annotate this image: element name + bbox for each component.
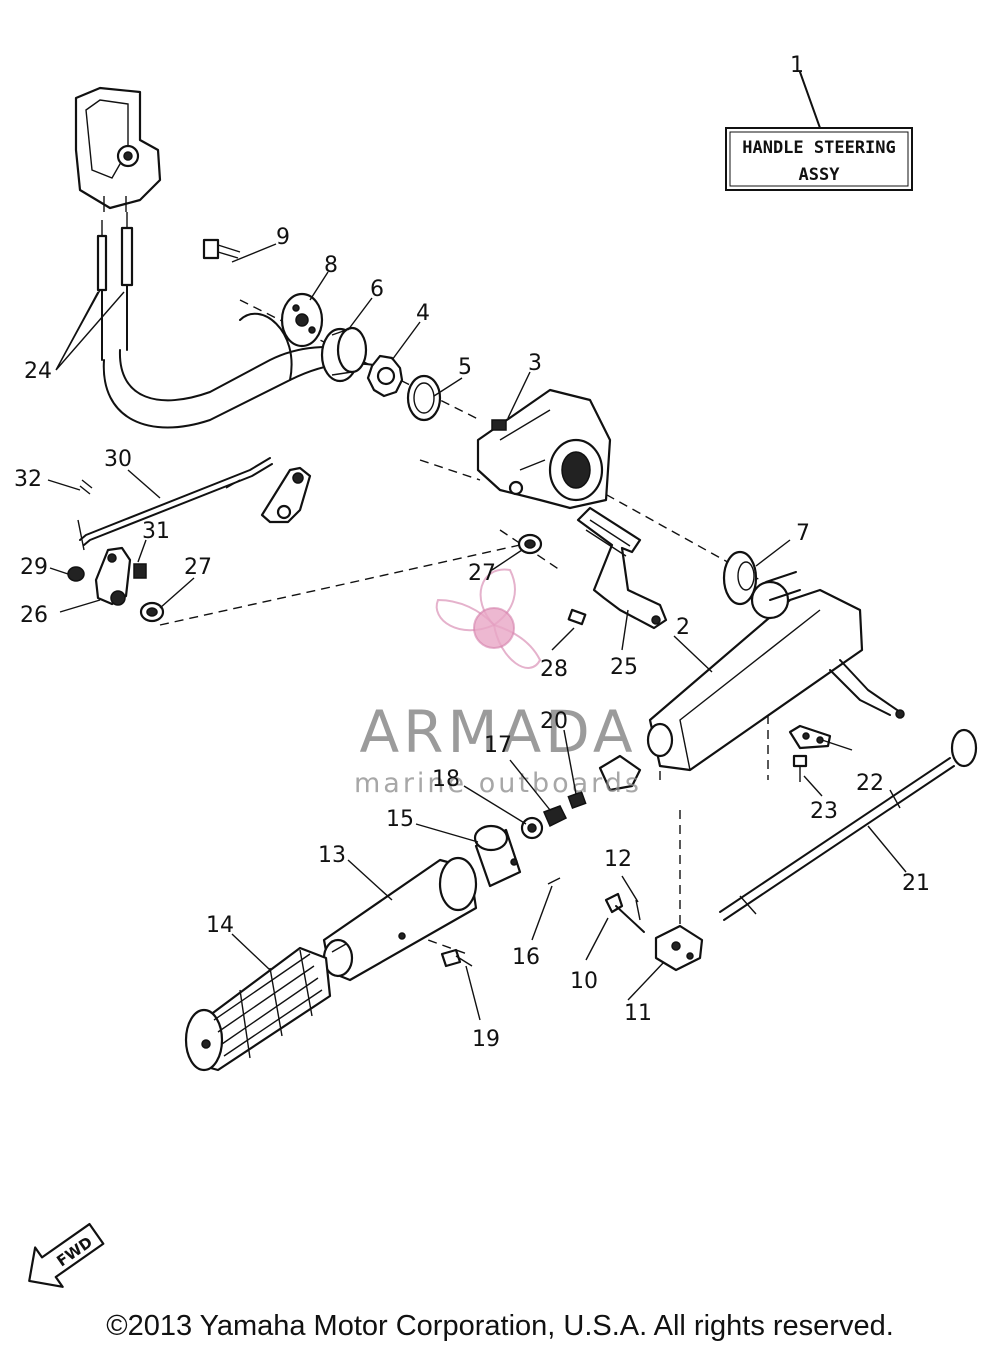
callout-19: 19 <box>472 1027 500 1052</box>
friction-knob-4 <box>366 354 404 398</box>
wing-bolt-10 <box>604 892 645 933</box>
callout-2: 2 <box>676 615 690 640</box>
throttle-arm <box>260 466 312 524</box>
pin-28 <box>567 608 587 626</box>
spring-31 <box>133 563 147 579</box>
callout-13: 13 <box>318 843 346 868</box>
callout-23: 23 <box>810 799 838 824</box>
screw-19 <box>440 948 473 968</box>
title-box: HANDLE STEERING ASSY <box>725 71 913 191</box>
collar-27-left <box>139 601 165 623</box>
callout-30: 30 <box>104 447 132 472</box>
leader-lines <box>47 243 907 1021</box>
callout-6: 6 <box>370 277 384 302</box>
steering-handle-2 <box>598 571 905 792</box>
lever-26 <box>94 546 132 606</box>
callout-16: 16 <box>512 945 540 970</box>
link-rod-30 <box>77 457 273 551</box>
steering-bracket-3 <box>476 388 612 510</box>
spring-17 <box>543 805 568 828</box>
callout-21: 21 <box>902 871 930 896</box>
callout-27-left: 27 <box>184 555 212 580</box>
sleeve-15 <box>473 824 522 888</box>
callout-17: 17 <box>484 733 512 758</box>
title-line-1: HANDLE STEERING <box>742 138 896 158</box>
copyright-footer: ©2013 Yamaha Motor Corporation, U.S.A. A… <box>106 1310 894 1342</box>
bolt-part-9 <box>202 238 241 260</box>
callout-31: 31 <box>142 519 170 544</box>
callout-22: 22 <box>856 771 884 796</box>
callout-32: 32 <box>14 467 42 492</box>
watermark-brand: ARMADA <box>359 698 636 766</box>
thrust-washer-7 <box>722 550 758 606</box>
title-line-2: ASSY <box>799 165 841 185</box>
callout-4: 4 <box>416 301 430 326</box>
watermark-tagline: marine outboards <box>354 768 642 799</box>
shift-lever-25 <box>576 506 668 630</box>
nut-29 <box>67 566 85 582</box>
callout-20: 20 <box>540 709 568 734</box>
throttle-shaft-13 <box>322 856 478 982</box>
washer-18 <box>520 816 544 840</box>
callout-14: 14 <box>206 913 234 938</box>
pin-12 <box>635 899 641 921</box>
clamp-11 <box>654 924 704 972</box>
bushing-6 <box>320 326 368 383</box>
forward-arrow: FWD <box>28 1222 105 1288</box>
callout-12: 12 <box>604 847 632 872</box>
callout-11: 11 <box>624 1001 652 1026</box>
callout-26: 26 <box>20 603 48 628</box>
collar-27-right <box>517 533 543 555</box>
screw-23 <box>792 754 808 782</box>
callouts: 1 2 3 4 5 6 7 8 9 10 11 12 13 14 15 16 1… <box>14 53 930 1052</box>
washer-5 <box>406 374 442 422</box>
friction-rod-21 <box>719 728 978 921</box>
callout-3: 3 <box>528 351 542 376</box>
callout-7: 7 <box>796 521 810 546</box>
throttle-cables <box>96 212 401 429</box>
callout-10: 10 <box>570 969 598 994</box>
bolt-20 <box>567 791 587 809</box>
callout-18: 18 <box>432 767 460 792</box>
callout-25: 25 <box>610 655 638 680</box>
cable-bracket <box>74 86 162 212</box>
callout-29: 29 <box>20 555 48 580</box>
callout-28: 28 <box>540 657 568 682</box>
propeller-logo <box>435 568 542 669</box>
cotter-pin-32 <box>79 479 93 495</box>
callout-1: 1 <box>790 53 804 78</box>
throttle-grip-14 <box>184 946 332 1072</box>
callout-15: 15 <box>386 807 414 832</box>
callout-9: 9 <box>276 225 290 250</box>
callout-5: 5 <box>458 355 472 380</box>
watermark: ARMADA marine outboards <box>354 568 642 799</box>
plate-22 <box>788 724 832 750</box>
friction-plate-8 <box>280 292 324 348</box>
callout-8: 8 <box>324 253 338 278</box>
callout-27-right: 27 <box>468 561 496 586</box>
pin-16 <box>547 877 561 885</box>
callout-24: 24 <box>24 359 52 384</box>
